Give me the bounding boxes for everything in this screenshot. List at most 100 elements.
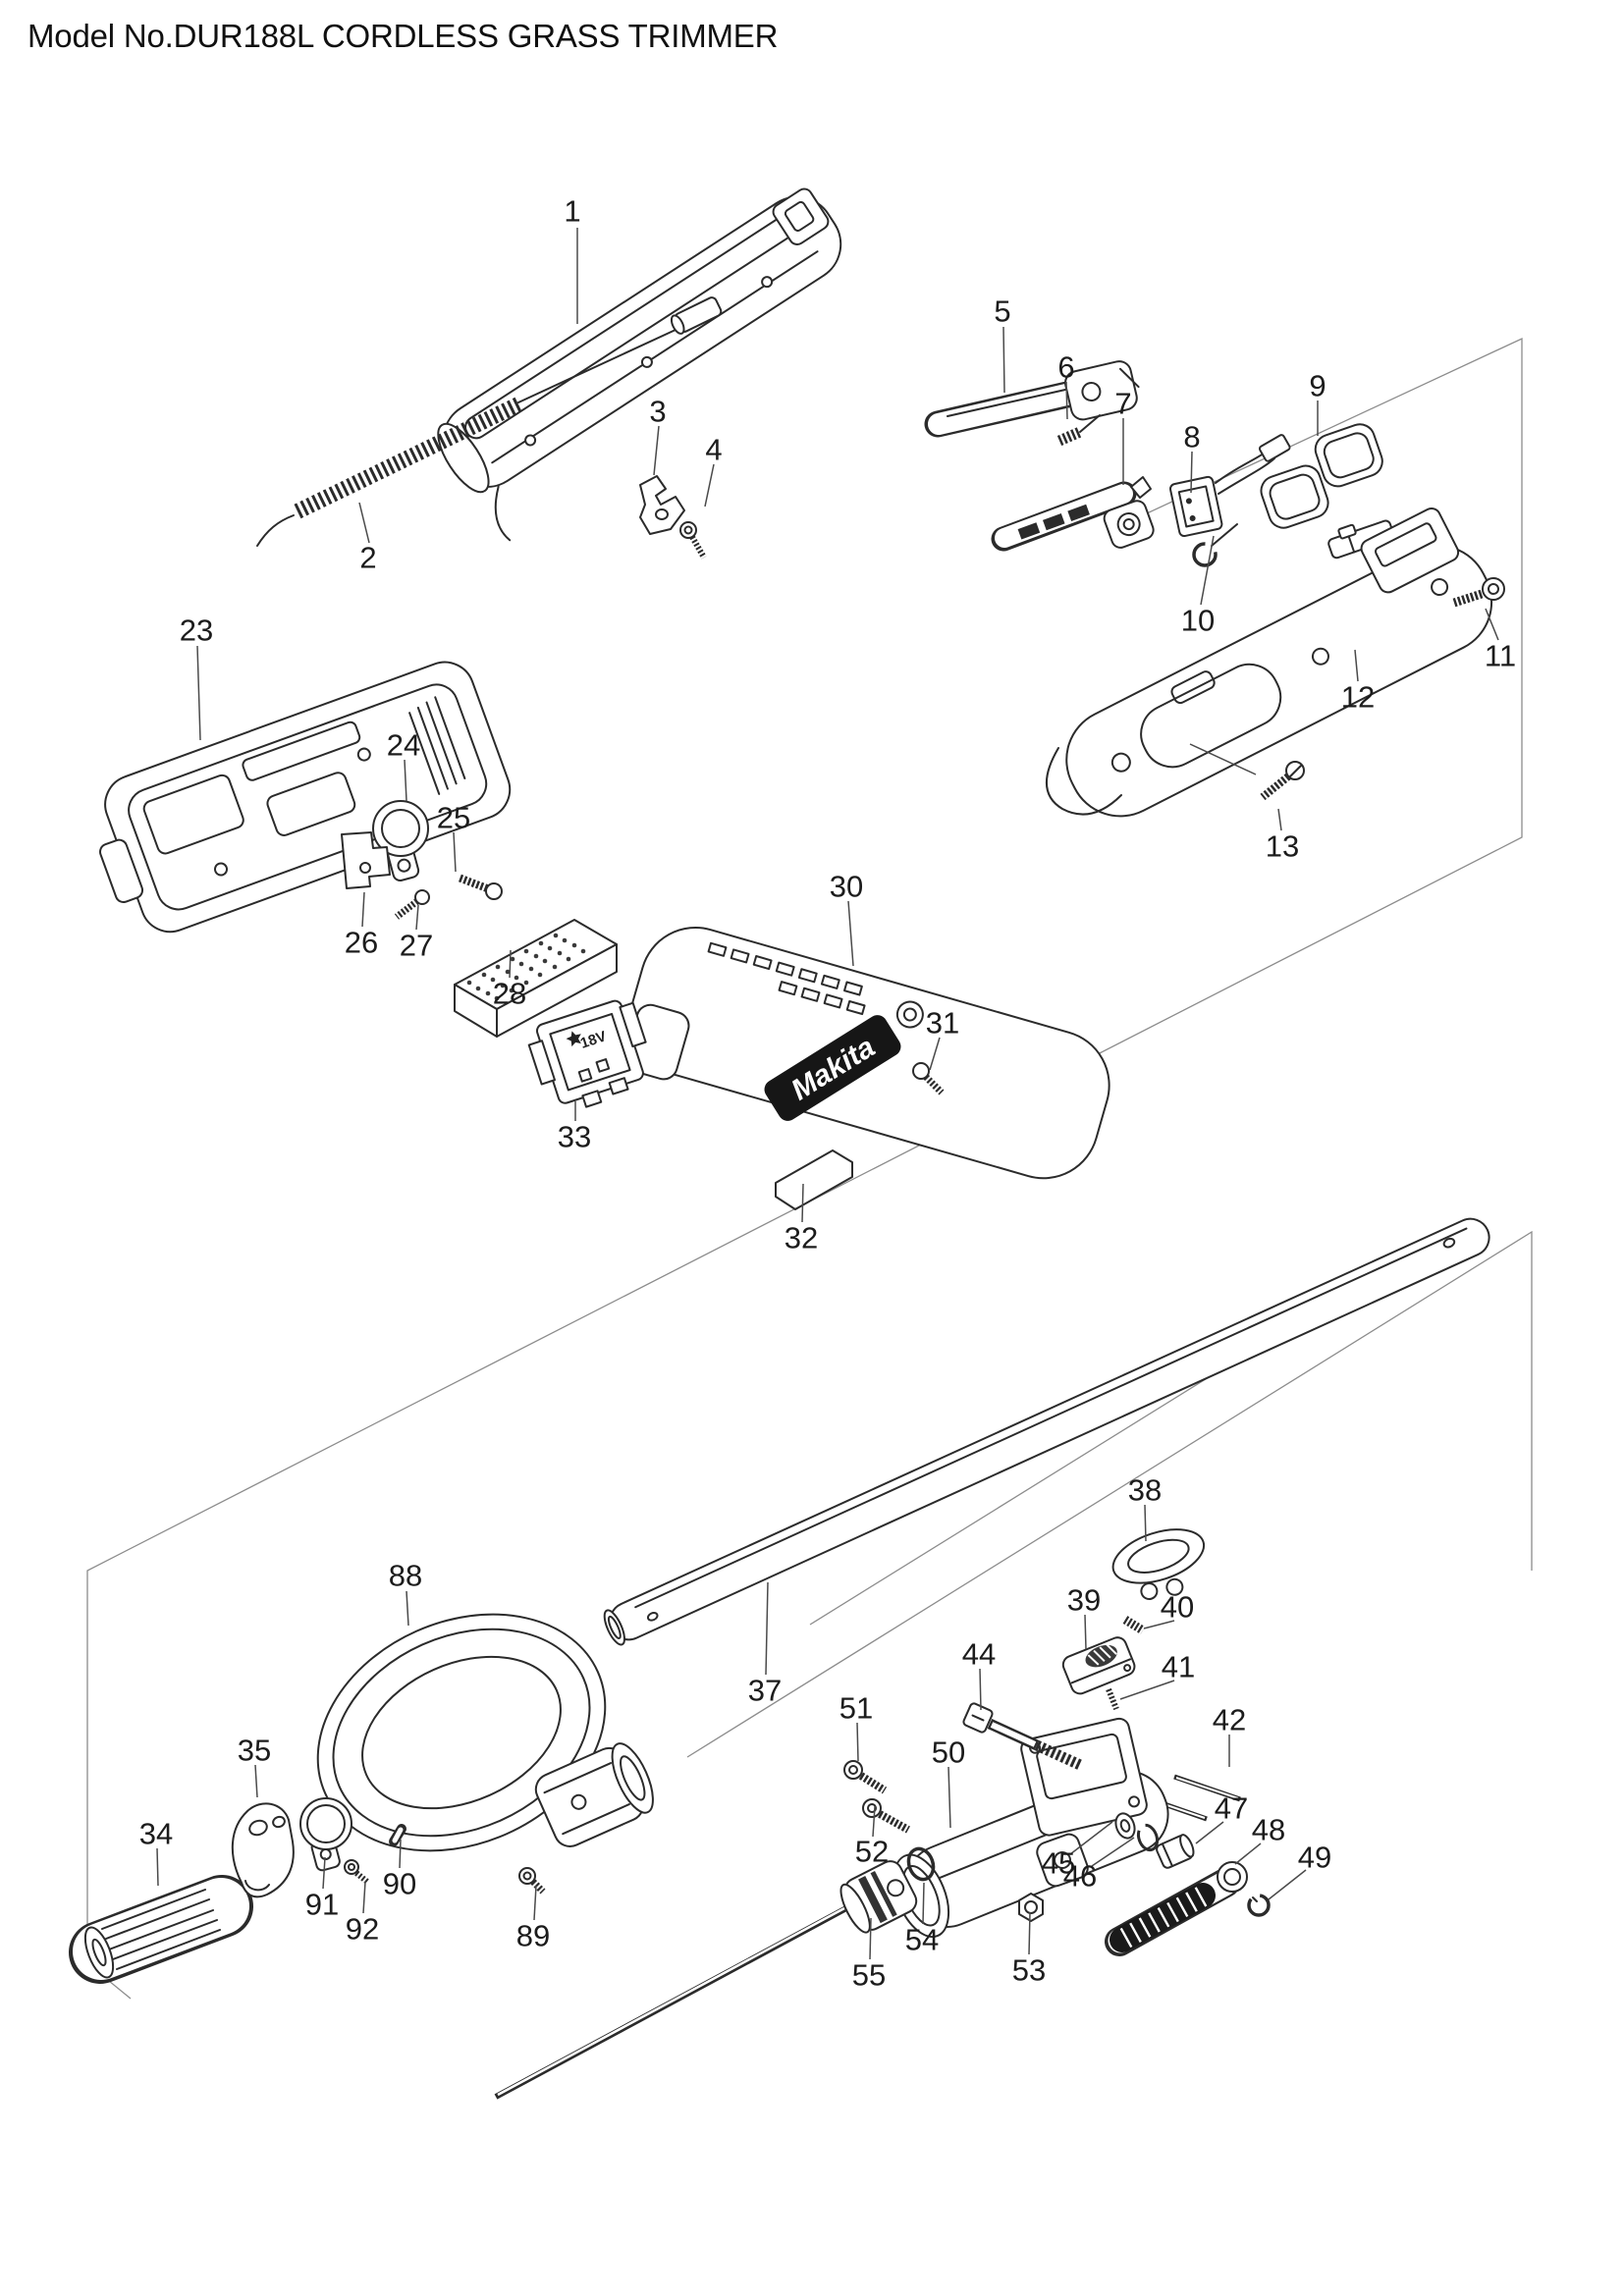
part-7-switch-lever <box>991 476 1155 552</box>
part-label-28: 28 <box>493 977 526 1011</box>
group-border-1 <box>86 337 1523 2000</box>
part-91-clamp <box>299 1797 352 1872</box>
part-label-53: 53 <box>1012 1953 1046 1988</box>
part-11-screw <box>1452 577 1505 608</box>
part-51-screw <box>843 1760 888 1794</box>
leader-part-44 <box>979 1668 982 1711</box>
part-9-switch-pads <box>1260 423 1395 560</box>
part-label-11: 11 <box>1485 639 1516 673</box>
page-title: Model No.DUR188L CORDLESS GRASS TRIMMER <box>27 18 779 54</box>
leader-part-35 <box>254 1764 258 1798</box>
part-90-pin <box>389 1824 406 1846</box>
part-13-tapping-screw <box>1260 761 1305 801</box>
part-label-4: 4 <box>705 433 722 467</box>
leader-part-30 <box>847 900 854 967</box>
part-44-bolt <box>962 1702 1083 1771</box>
part-label-48: 48 <box>1252 1813 1285 1847</box>
part-label-45: 45 <box>1042 1846 1075 1881</box>
part-label-89: 89 <box>516 1919 550 1953</box>
part-label-32: 32 <box>785 1221 818 1255</box>
part-37-pipe <box>603 1217 1490 1646</box>
leader-part-38 <box>1144 1504 1147 1542</box>
leader-part-6 <box>1065 381 1068 420</box>
part-49-e-ring <box>1247 1894 1271 1917</box>
part-30-housing-cover: Makita <box>623 927 1110 1180</box>
part-label-50: 50 <box>932 1735 965 1770</box>
part-label-26: 26 <box>345 926 378 960</box>
part-label-46: 46 <box>1063 1859 1097 1894</box>
leader-part-88 <box>406 1590 409 1627</box>
part-label-5: 5 <box>994 294 1010 329</box>
leader-part-28 <box>509 949 512 979</box>
leader-part-52 <box>872 1805 876 1838</box>
leader-part-10 <box>1200 535 1215 606</box>
part-label-8: 8 <box>1183 420 1200 454</box>
leader-part-49 <box>1268 1869 1307 1900</box>
leader-part-25 <box>453 831 457 873</box>
part-label-9: 9 <box>1309 369 1326 403</box>
leader-part-4 <box>704 463 715 507</box>
part-label-3: 3 <box>649 395 666 429</box>
part-6-spring-pin <box>1056 414 1101 447</box>
part-label-55: 55 <box>852 1958 886 1993</box>
part-label-27: 27 <box>400 929 433 963</box>
part-label-7: 7 <box>1114 387 1131 421</box>
part-label-23: 23 <box>180 614 213 648</box>
part-45-washer <box>1114 1812 1136 1840</box>
part-label-13: 13 <box>1266 829 1299 864</box>
part-92-screw <box>344 1859 369 1885</box>
leader-part-34 <box>156 1847 159 1887</box>
part-label-90: 90 <box>383 1867 416 1901</box>
part-label-52: 52 <box>855 1835 889 1869</box>
part-26-holder <box>341 831 391 889</box>
group-border-2 <box>686 1230 1533 1758</box>
leader-part-51 <box>856 1722 859 1762</box>
part-label-39: 39 <box>1067 1583 1101 1618</box>
part-label-49: 49 <box>1298 1841 1331 1875</box>
leader-part-39 <box>1084 1614 1087 1650</box>
leader-part-89 <box>533 1885 537 1921</box>
part-50-coupler-housing <box>893 1717 1169 1939</box>
leader-part-26 <box>361 891 365 928</box>
star-icon <box>566 1031 581 1047</box>
part-2-flexible-cable <box>256 296 723 547</box>
part-8-switch <box>1169 434 1291 538</box>
part-10-torsion-spring <box>1192 523 1238 567</box>
makita-logo: Makita <box>764 1015 901 1121</box>
part-label-33: 33 <box>558 1120 591 1154</box>
leader-part-50 <box>947 1766 951 1829</box>
leader-part-11 <box>1485 608 1499 641</box>
part-label-24: 24 <box>387 728 420 763</box>
part-label-47: 47 <box>1215 1791 1248 1826</box>
leader-part-91 <box>322 1856 326 1890</box>
part-label-91: 91 <box>305 1888 339 1922</box>
leader-part-32 <box>801 1183 804 1223</box>
part-33-battery-terminal: 18V <box>527 999 647 1108</box>
leader-part-40 <box>1143 1620 1175 1629</box>
leader-part-92 <box>362 1881 366 1914</box>
part-47-sleeve <box>1156 1834 1195 1869</box>
part-label-31: 31 <box>926 1006 959 1041</box>
leader-part-90 <box>399 1839 402 1869</box>
part-label-51: 51 <box>839 1691 873 1726</box>
part-52-screw <box>862 1798 910 1834</box>
part-31-screw <box>912 1062 945 1095</box>
part-label-10: 10 <box>1181 604 1215 638</box>
part-label-6: 6 <box>1057 350 1074 385</box>
part-40-spring <box>1122 1616 1146 1634</box>
part-label-1: 1 <box>564 194 580 229</box>
part-label-2: 2 <box>359 541 376 575</box>
part-label-44: 44 <box>962 1637 996 1672</box>
leader-part-3 <box>653 425 660 476</box>
leader-part-48 <box>1234 1842 1262 1865</box>
part-label-92: 92 <box>346 1912 379 1947</box>
part-89-screw <box>518 1867 546 1895</box>
part-25-screw <box>457 874 503 900</box>
leader-part-12 <box>1354 649 1359 682</box>
connector-pin-grid <box>466 933 586 1001</box>
part-39-release-button <box>1061 1636 1136 1695</box>
group-borders <box>86 337 1533 2000</box>
